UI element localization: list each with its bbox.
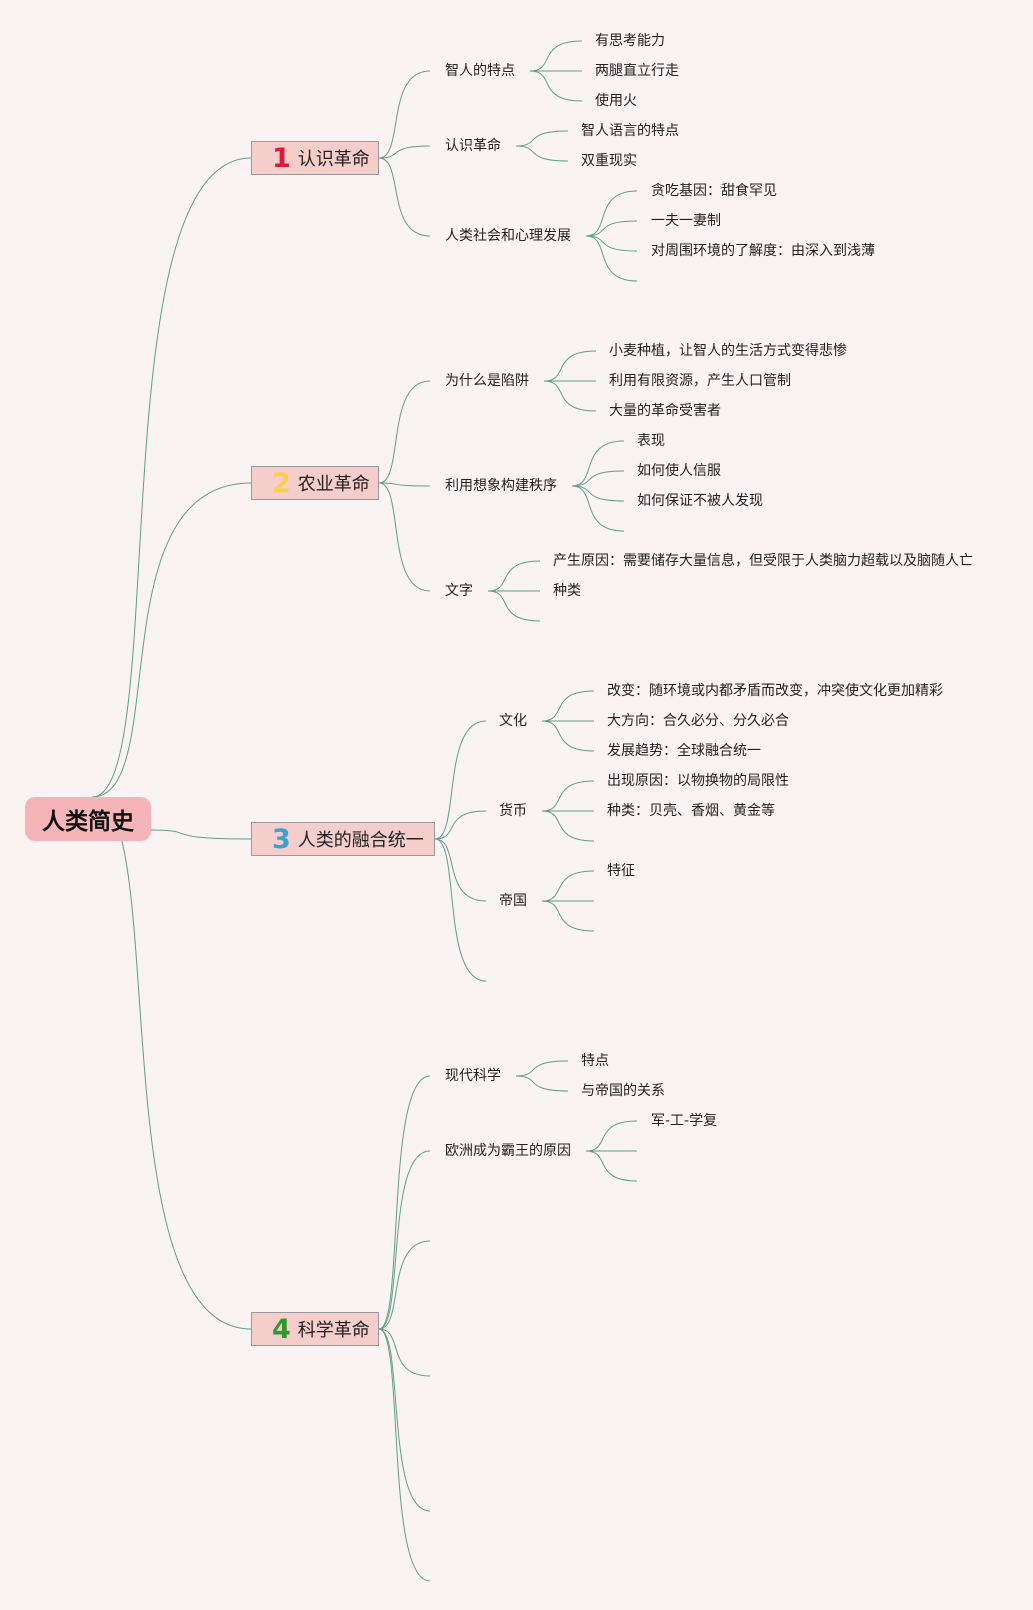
leaf-node[interactable]: 有思考能力 [595,33,665,49]
leaf-node[interactable]: 大量的革命受害者 [609,403,721,419]
branch-node-3[interactable]: 3 人类的融合统一 [251,822,435,856]
branch-node-1[interactable]: 1 认识革命 [251,141,379,175]
connector [541,870,595,902]
connector [378,482,431,487]
sub-node[interactable]: 文字 [445,583,473,599]
connector [585,190,638,237]
leaf-node[interactable]: 改变：随环境或内都矛盾而改变，冲突使文化更加精彩 [607,683,943,699]
leaf-node[interactable]: 小麦种植，让智人的生活方式变得悲惨 [609,343,847,359]
leaf-node[interactable]: 对周围环境的了解度：由深入到浅薄 [651,243,875,259]
root-node[interactable]: 人类简史 [25,797,151,841]
branch-node-4[interactable]: 4 科学革命 [251,1312,379,1346]
connector [529,40,583,72]
connector [571,440,625,487]
connector [571,470,625,487]
leaf-node[interactable]: 特点 [581,1053,609,1069]
connector [487,590,541,622]
connector [434,720,487,840]
leaf-node[interactable]: 种类 [553,583,581,599]
sub-node[interactable]: 现代科学 [445,1068,501,1084]
leaf-node[interactable]: 如何保证不被人发现 [637,493,763,509]
leaf-node[interactable]: 种类：贝壳、香烟、黄金等 [607,803,775,819]
connector [541,900,595,932]
connector [378,1328,431,1377]
connector [487,560,541,592]
connector [378,1075,431,1330]
branch-number-1: 1 [272,142,291,174]
leaf-node[interactable]: 贪吃基因：甜食罕见 [651,183,777,199]
sub-node[interactable]: 利用想象构建秩序 [445,478,557,494]
connector [378,380,431,484]
connector [585,1150,638,1182]
branch-label-3: 人类的融合统一 [297,830,424,851]
connector [378,1240,431,1330]
connector [541,810,595,842]
connector [515,1060,569,1077]
connector [150,829,252,840]
connector [434,838,487,902]
sub-node[interactable]: 为什么是陷阱 [445,373,529,389]
connector [91,157,252,798]
connector [585,220,638,237]
connector [541,780,595,812]
sub-node[interactable]: 货币 [499,803,527,819]
sub-node[interactable]: 欧洲成为霸王的原因 [445,1143,571,1159]
connector [378,1150,431,1330]
connector [543,380,597,412]
leaf-node[interactable]: 如何使人信服 [637,463,721,479]
connector [378,482,431,592]
leaf-node[interactable]: 利用有限资源，产生人口管制 [609,373,791,389]
connector [515,1075,569,1092]
branch-label-4: 科学革命 [297,1320,370,1341]
leaf-node[interactable]: 产生原因：需要储存大量信息，但受限于人类脑力超载以及脑随人亡 [553,553,973,569]
connector [378,1328,431,1582]
leaf-node[interactable]: 大方向：合久必分、分久必合 [607,713,789,729]
sub-node[interactable]: 人类社会和心理发展 [445,228,571,244]
branch-number-3: 3 [272,823,291,855]
connector [434,838,487,982]
connector [378,70,431,159]
branch-label-2: 农业革命 [297,474,370,495]
connector [378,145,431,159]
connector [515,130,569,147]
sub-node[interactable]: 帝国 [499,893,527,909]
connector [571,485,625,532]
connector [585,1120,638,1152]
connector [91,796,252,1330]
leaf-node[interactable]: 双重现实 [581,153,637,169]
leaf-node[interactable]: 特征 [607,863,635,879]
connector [91,482,252,798]
sub-node[interactable]: 认识革命 [445,138,501,154]
connector [541,720,595,752]
branch-number-2: 2 [272,467,291,499]
connector [543,350,597,382]
leaf-node[interactable]: 两腿直立行走 [595,63,679,79]
leaf-node[interactable]: 智人语言的特点 [581,123,679,139]
connector [585,235,638,282]
leaf-node[interactable]: 发展趋势：全球融合统一 [607,743,761,759]
leaf-node[interactable]: 使用火 [595,93,637,109]
connector [378,1328,431,1512]
leaf-node[interactable]: 一夫一妻制 [651,213,721,229]
leaf-node[interactable]: 表现 [637,433,665,449]
connector [529,70,583,102]
connector [585,235,638,252]
connector [378,157,431,237]
connector [571,485,625,502]
branch-label-1: 认识革命 [297,149,370,170]
leaf-node[interactable]: 出现原因：以物换物的局限性 [607,773,789,789]
leaf-node[interactable]: 军-工-学复 [651,1113,718,1129]
connector [434,810,487,840]
sub-node[interactable]: 智人的特点 [445,63,515,79]
sub-node[interactable]: 文化 [499,713,527,729]
connector [515,145,569,162]
leaf-node[interactable]: 与帝国的关系 [581,1083,665,1099]
branch-node-2[interactable]: 2 农业革命 [251,466,379,500]
branch-number-4: 4 [272,1313,291,1345]
connector [541,690,595,722]
